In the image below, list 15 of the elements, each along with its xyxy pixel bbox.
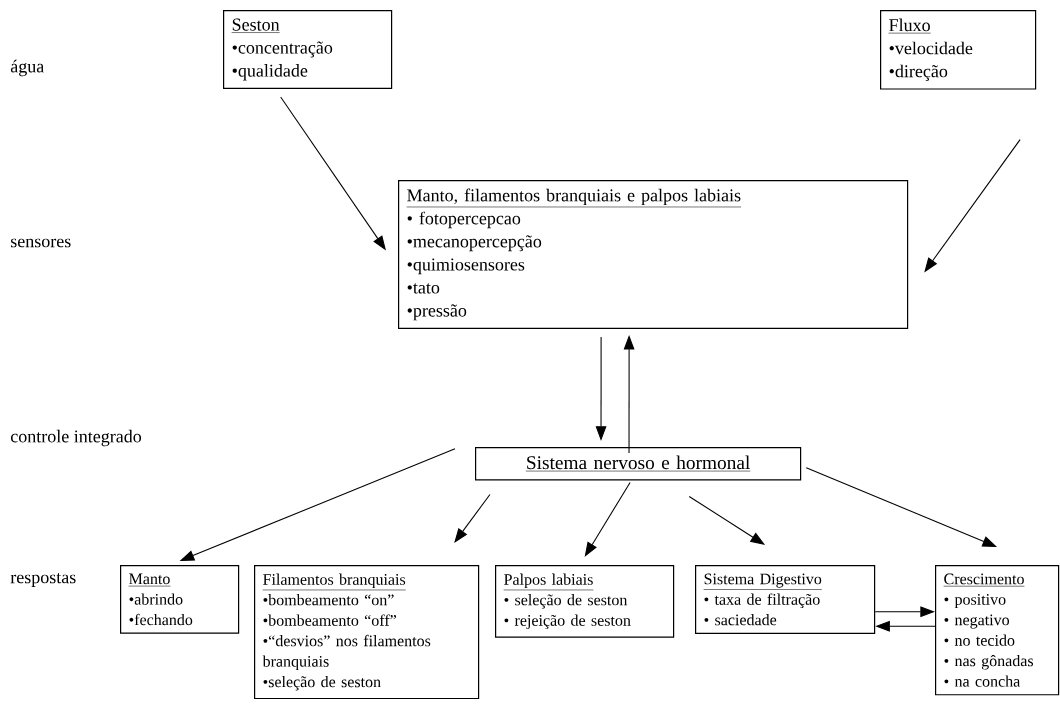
arrow	[584, 481, 631, 557]
text-box: Sistema nervoso e hormonal	[475, 447, 802, 481]
row-label: respostas	[10, 573, 76, 587]
text-box: Manto •abrindo •fechando	[120, 565, 240, 634]
text-box: Manto, filamentos branquiais e palpos labiais • fotopercepcao •mecanopercepção •quimiosensores •tato •pressão	[398, 180, 909, 329]
text-box: Palpos labiais • seleção de seston • rejeição de seston	[495, 565, 675, 638]
text-box: Seston •concentração •qualidade	[223, 10, 393, 90]
text-box: Sistema Digestivo • taxa de filtração • saciedade	[695, 565, 876, 634]
row-label: sensores	[11, 238, 71, 248]
row-label: água	[10, 59, 44, 77]
text-box: Filamentos branquiais •bombeamento “on” •bombeamento “off” •“desvios” nos filamentos branquiais •seleção de seston	[254, 565, 480, 700]
text-box: Fluxo •velocidade •direção	[880, 10, 1037, 90]
arrow	[454, 493, 491, 543]
text-box: Crescimento • positivo • negativo • no tecido • nas gônadas • na concha	[935, 565, 1060, 696]
row-label: controle integrado	[10, 429, 142, 447]
